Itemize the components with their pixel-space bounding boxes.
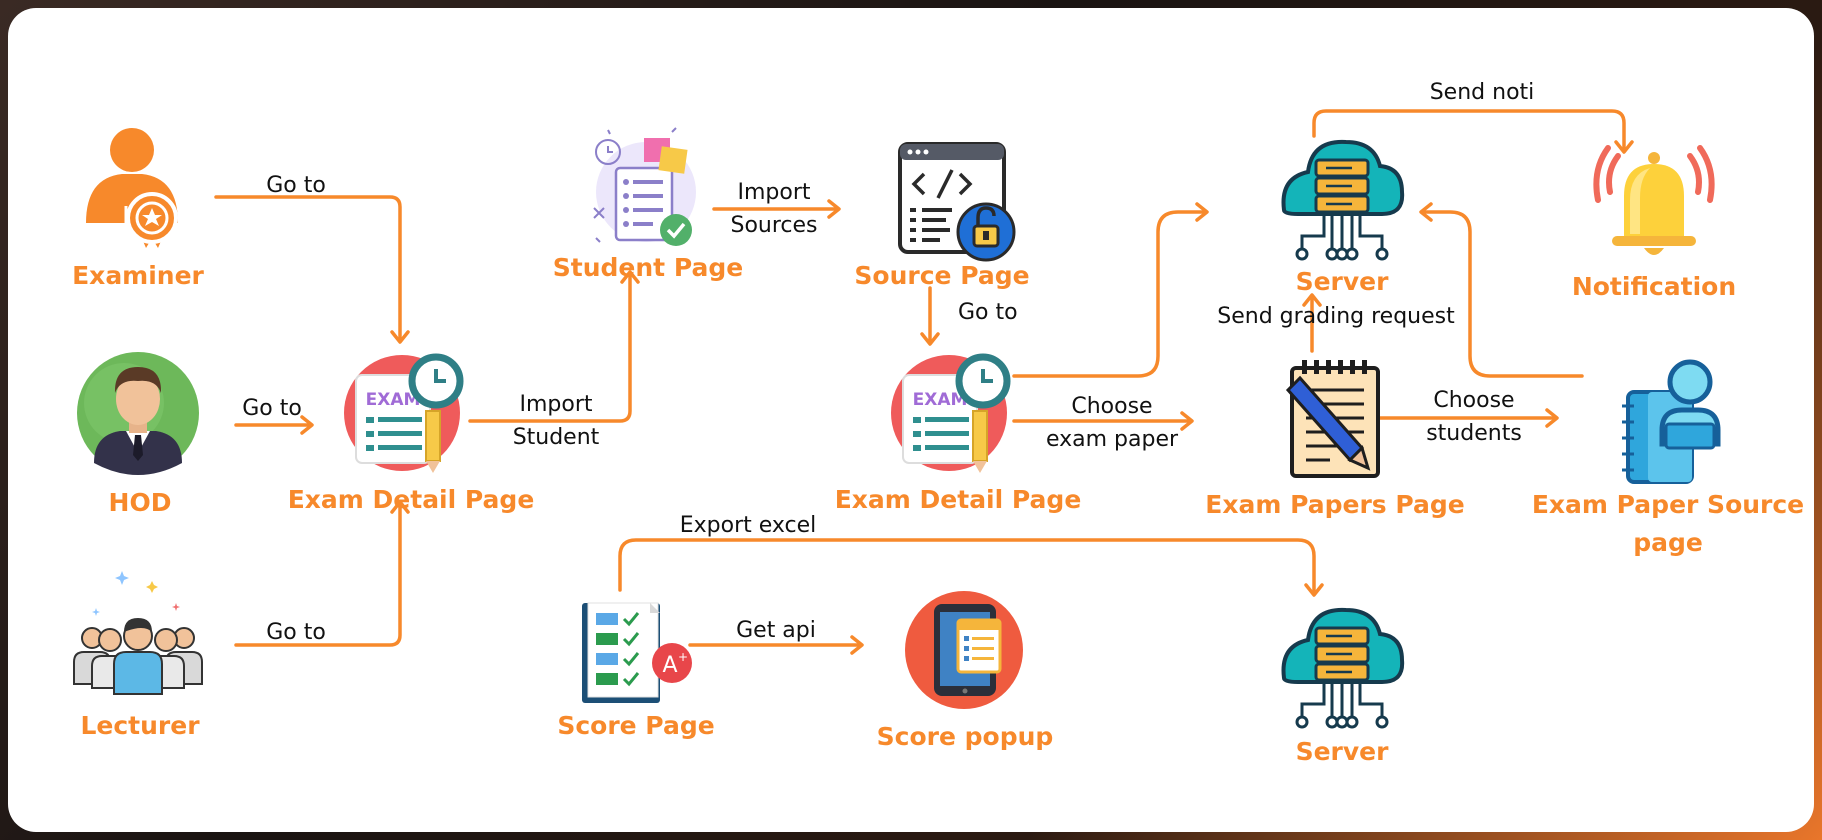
- edge-choose-students-arrowhead: [1545, 408, 1559, 428]
- hod-title: HOD: [109, 488, 172, 517]
- label-hod-goto: Go to: [242, 396, 302, 421]
- cloud-server-icon: [1281, 607, 1405, 729]
- edge-import-sources-arrowhead: [827, 199, 841, 219]
- exam-papers-title: Exam Papers Page: [1205, 490, 1465, 519]
- edge-hod-arrowhead: [300, 415, 314, 435]
- node-server-top[interactable]: Server: [1281, 139, 1405, 296]
- node-exam-paper-source[interactable]: Exam Paper Source page: [1532, 359, 1804, 557]
- label-import-sources-2: Sources: [730, 213, 817, 238]
- label-import-sources-1: Import: [737, 180, 810, 205]
- label-choose-exam-1: Choose: [1071, 394, 1152, 419]
- edge-export-excel-arrowhead: [1304, 583, 1324, 597]
- label-get-api: Get api: [736, 618, 816, 643]
- edge-get-api-arrowhead: [850, 635, 864, 655]
- edge-export-excel: [618, 538, 1316, 596]
- edge-exam-detail-to-server: [1012, 210, 1208, 378]
- node-lecturer[interactable]: Lecturer: [73, 571, 203, 740]
- score-page-title: Score Page: [557, 711, 714, 740]
- label-examiner-goto: Go to: [266, 173, 326, 198]
- label-choose-students-2: students: [1426, 421, 1522, 446]
- node-hod[interactable]: HOD: [77, 352, 199, 517]
- node-source-page[interactable]: Source Page: [854, 142, 1030, 290]
- notification-title: Notification: [1572, 272, 1736, 301]
- edge-source-paper-server-arrowhead: [1419, 202, 1433, 222]
- svg-text:EXAM: EXAM: [913, 390, 968, 410]
- cloud-server-icon: [1281, 139, 1405, 261]
- svg-text:+: +: [678, 650, 688, 664]
- paper-pen-icon: [1285, 360, 1380, 478]
- label-choose-exam-2: exam paper: [1046, 427, 1179, 452]
- notebook-user-icon: [1622, 359, 1721, 484]
- edge-import-student-arrowhead: [620, 270, 640, 284]
- hod-businessman-avatar-icon: [77, 352, 199, 475]
- node-score-page[interactable]: A + Score Page: [557, 602, 715, 740]
- node-exam-detail-2[interactable]: EXAM Exam Detail Page: [835, 353, 1082, 514]
- edge-choose-exam-paper-arrowhead: [1180, 411, 1194, 431]
- flow-diagram-canvas: Go to Go to Go to Import Student Import …: [8, 8, 1814, 832]
- server-bottom-title: Server: [1296, 737, 1390, 766]
- label-lecturer-goto: Go to: [266, 620, 326, 645]
- score-popup-title: Score popup: [877, 722, 1054, 751]
- node-notification[interactable]: Notification: [1572, 145, 1736, 301]
- label-source-goto: Go to: [958, 300, 1018, 325]
- lecturer-title: Lecturer: [80, 711, 200, 740]
- svg-text:EXAM: EXAM: [366, 390, 421, 410]
- edge-import-student: [468, 271, 632, 423]
- label-export-excel: Export excel: [680, 513, 817, 538]
- exam-detail-1-title: Exam Detail Page: [288, 485, 535, 514]
- node-score-popup[interactable]: Score popup: [877, 591, 1054, 751]
- student-checklist-icon: [593, 127, 696, 246]
- edge-source-paper-to-server: [1420, 210, 1584, 378]
- source-page-title: Source Page: [854, 261, 1029, 290]
- examiner-title: Examiner: [72, 261, 204, 290]
- label-send-noti: Send noti: [1430, 80, 1535, 105]
- edge-examiner-to-exam-detail: [214, 195, 402, 343]
- exam-clock-icon: EXAM: [344, 353, 464, 473]
- edge-send-noti: [1312, 109, 1626, 153]
- edge-send-grading-arrowhead: [1302, 293, 1322, 307]
- tablet-icon: [905, 591, 1023, 709]
- score-checklist-icon: A +: [582, 602, 692, 703]
- exam-clock-icon: EXAM: [891, 353, 1011, 473]
- label-send-grading: Send grading request: [1217, 304, 1455, 329]
- edge-lecturer-to-exam-detail: [234, 501, 402, 647]
- node-exam-papers[interactable]: Exam Papers Page: [1205, 360, 1465, 519]
- edge-exam-detail-server-arrowhead: [1195, 202, 1209, 222]
- node-student-page[interactable]: Student Page: [553, 127, 743, 282]
- svg-text:A: A: [662, 653, 677, 678]
- exam-paper-source-title-line2: page: [1633, 528, 1703, 557]
- edge-lecturer-arrowhead: [390, 500, 410, 514]
- edge-source-goto-arrowhead: [920, 332, 940, 346]
- node-examiner[interactable]: Examiner: [72, 128, 205, 290]
- student-page-title: Student Page: [553, 253, 743, 282]
- node-server-bottom[interactable]: Server: [1281, 607, 1405, 766]
- edge-send-noti-arrowhead: [1614, 140, 1634, 154]
- server-top-title: Server: [1296, 267, 1390, 296]
- label-choose-students-1: Choose: [1433, 388, 1514, 413]
- label-import-student-1: Import: [519, 392, 592, 417]
- exam-paper-source-title-line1: Exam Paper Source: [1532, 490, 1804, 519]
- source-code-lock-icon: [898, 142, 1016, 262]
- node-exam-detail-1[interactable]: EXAM Exam Detail Page: [288, 353, 535, 514]
- bell-icon: [1593, 145, 1715, 255]
- lecturer-group-icon: [73, 571, 203, 695]
- flow-diagram: Go to Go to Go to Import Student Import …: [72, 80, 1804, 766]
- exam-detail-2-title: Exam Detail Page: [835, 485, 1082, 514]
- examiner-award-person-icon: [86, 128, 178, 248]
- label-import-student-2: Student: [513, 425, 600, 450]
- edge-examiner-arrowhead: [390, 330, 410, 344]
